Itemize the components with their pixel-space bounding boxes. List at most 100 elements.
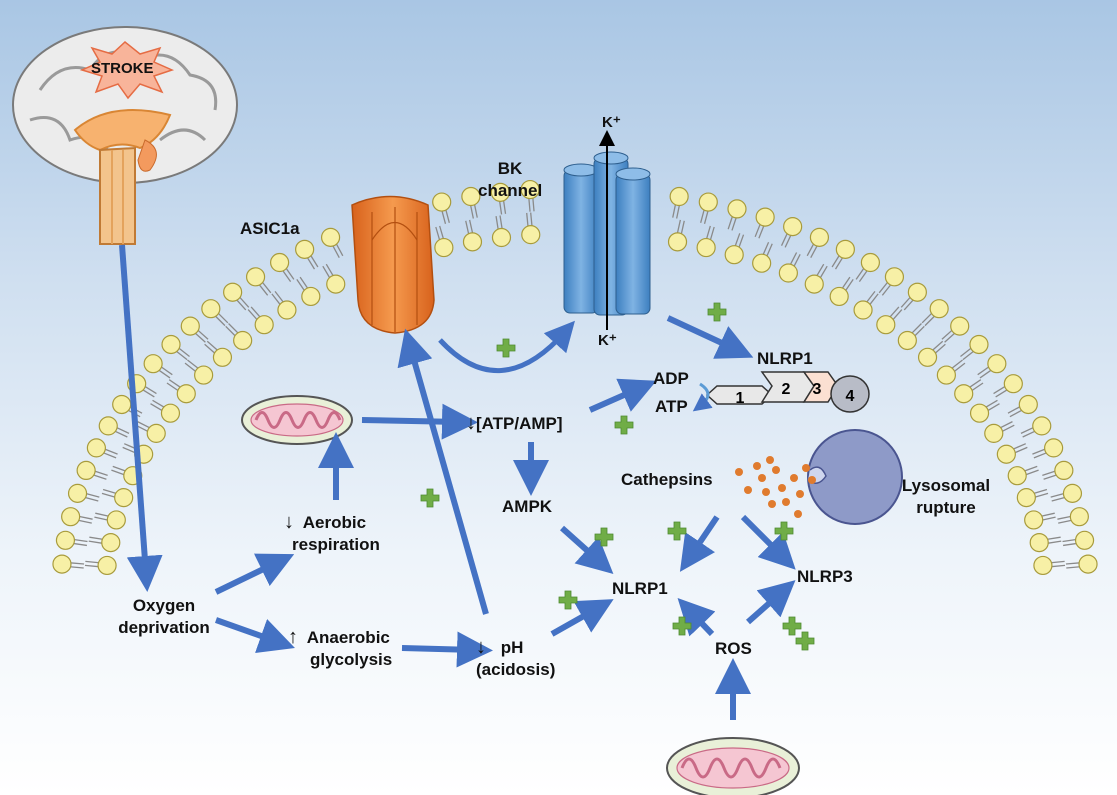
- arrow-anaerobic-to-ph: [401, 631, 493, 668]
- lipid-tail: [468, 219, 474, 234]
- lipid-head: [727, 199, 747, 219]
- lipid-tail: [530, 212, 533, 227]
- lipid-tail: [766, 243, 773, 257]
- adp-label: ADP: [653, 369, 689, 388]
- lipid-head: [950, 316, 970, 336]
- lipid-head: [853, 300, 873, 320]
- lipid-head: [698, 192, 718, 212]
- lipid-tail: [112, 465, 127, 472]
- lipid-tail: [985, 399, 998, 408]
- plus-icon: [774, 521, 794, 541]
- cathepsin-particle: [778, 484, 786, 492]
- nlrp1-bottom-label: NLRP1: [612, 579, 668, 598]
- lipid-head: [55, 530, 76, 550]
- plus-icon: [667, 521, 687, 541]
- lipid-tail: [101, 492, 116, 498]
- lipid-head: [76, 460, 96, 481]
- stroke-starburst: [79, 41, 175, 100]
- lipid-tail: [951, 359, 963, 370]
- brain-icon: [12, 26, 238, 245]
- lipid-tail: [1050, 492, 1065, 498]
- lipid-head: [434, 237, 454, 258]
- lipid-tail: [175, 350, 188, 361]
- lipid-head: [1016, 488, 1036, 508]
- bk-channel-label: BK channel: [478, 158, 542, 202]
- lipid-tail: [104, 448, 118, 455]
- lipid-tail: [1022, 430, 1036, 438]
- lipid-tail: [335, 243, 344, 257]
- lipid-head: [161, 334, 181, 355]
- asic1a-label: ASIC1a: [240, 219, 300, 238]
- lysosome: [807, 429, 903, 525]
- lipid-tail: [95, 512, 110, 517]
- potassium-bottom-label: K⁺: [598, 332, 617, 349]
- lipid-head: [233, 330, 253, 351]
- lipid-tail: [999, 421, 1013, 429]
- pathway-arrows: [119, 244, 796, 720]
- lipid-tail: [900, 296, 912, 308]
- lipid-tail: [137, 421, 151, 429]
- lipid-tail: [152, 399, 165, 408]
- arrow-bk-to-nlrp1: [666, 315, 754, 359]
- lipid-tail: [944, 332, 956, 343]
- lipid-tail: [834, 256, 844, 270]
- cathepsin-particles: [735, 456, 816, 518]
- plus-icon: [594, 527, 614, 547]
- lipid-head: [101, 532, 121, 553]
- lipid-tail: [1051, 564, 1066, 568]
- lipid-tail: [206, 340, 219, 351]
- lipid-head: [1007, 466, 1027, 486]
- lipid-tail: [676, 204, 681, 219]
- ampk-label: AMPK: [502, 497, 553, 516]
- stroke-label: STROKE: [91, 60, 154, 77]
- lipid-head: [223, 282, 243, 302]
- lipid-tail: [700, 209, 705, 223]
- lipid-head: [326, 274, 346, 294]
- lipid-head: [114, 488, 134, 508]
- lipid-head: [829, 286, 849, 307]
- lipid-head: [86, 438, 106, 458]
- lipid-head: [667, 232, 688, 252]
- lipid-tail: [1033, 488, 1048, 495]
- lipid-tail: [1012, 443, 1026, 450]
- lipid-tail: [993, 385, 1006, 395]
- nlrp1-domain-2: 2: [782, 381, 791, 398]
- ros-label: ROS: [715, 639, 752, 658]
- lipid-tail: [144, 385, 157, 395]
- lipid-tail: [1062, 538, 1077, 543]
- lipid-tail: [680, 220, 685, 235]
- lipid-tail: [258, 283, 269, 296]
- lipid-tail: [261, 281, 272, 294]
- anaerobic-glycolysis-label: ↑ Anaerobic glycolysis: [288, 626, 392, 671]
- lipid-head: [490, 182, 510, 202]
- plus-icon: [420, 488, 440, 508]
- lipid-tail: [1042, 470, 1056, 477]
- lipid-head: [778, 263, 798, 283]
- lipid-head: [194, 365, 214, 385]
- cathepsin-particle: [744, 486, 752, 494]
- lipid-tail: [995, 389, 1008, 398]
- nlrp1-domain-3: 3: [813, 381, 822, 398]
- lipid-head: [724, 245, 744, 265]
- lipid-tail: [844, 279, 854, 292]
- lipid-tail: [309, 254, 319, 268]
- lipid-tail: [439, 225, 445, 240]
- lipid-head: [917, 347, 938, 367]
- lipid-tail: [1066, 566, 1081, 569]
- lipid-tail: [528, 197, 531, 212]
- plus-icon: [614, 415, 634, 435]
- cathepsins-label: Cathepsins: [621, 470, 713, 489]
- lipid-head: [929, 299, 949, 319]
- lipid-tail: [881, 283, 892, 296]
- lipid-head: [521, 225, 541, 245]
- lipid-tail: [72, 542, 88, 547]
- lipid-head: [1018, 394, 1038, 415]
- lipid-tail: [1009, 409, 1023, 418]
- lipid-tail: [102, 488, 117, 495]
- aerobic-line2: respiration: [292, 535, 380, 554]
- lipid-tail: [789, 252, 798, 266]
- arrow-ros-to-nlrp1: [677, 597, 716, 637]
- lipid-head: [160, 403, 181, 423]
- lipid-tail: [94, 470, 108, 477]
- lipid-tail: [841, 276, 851, 290]
